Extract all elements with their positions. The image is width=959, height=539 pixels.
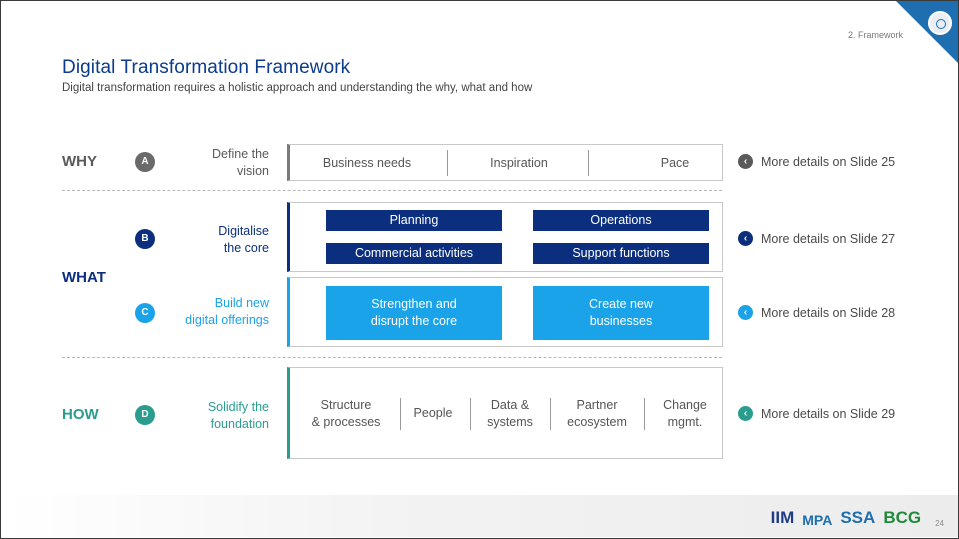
core-item-operations: Operations	[533, 210, 709, 231]
why-segment: Business needs	[322, 156, 412, 170]
why-segment: Inspiration	[490, 156, 548, 170]
why-segment: Pace	[660, 156, 690, 170]
offerings-item-line: disrupt the core	[370, 314, 458, 328]
why-desc-line2: vision	[237, 164, 269, 178]
why-desc-line1: Define the	[212, 147, 269, 161]
core-item-support: Support functions	[533, 243, 709, 264]
divider-dashed	[62, 357, 722, 358]
offerings-desc-line2: digital offerings	[185, 313, 269, 327]
how-segment-line: & processes	[311, 415, 381, 429]
offerings-item-line: Strengthen and	[371, 297, 457, 311]
how-desc-line2: foundation	[210, 417, 269, 431]
more-details-offerings[interactable]: ‹ More details on Slide 28	[738, 305, 895, 320]
offerings-box: Strengthen and disrupt the core Create n…	[287, 277, 723, 347]
how-segment-line: Data &	[490, 398, 530, 412]
chevron-left-icon: ‹	[738, 305, 753, 320]
offerings-letter-icon: C	[135, 303, 155, 323]
badge-logo-icon	[928, 11, 952, 35]
chevron-left-icon: ‹	[738, 231, 753, 246]
how-segment-line: Structure	[320, 398, 372, 412]
how-letter-icon: D	[135, 405, 155, 425]
core-desc-line1: Digitalise	[218, 224, 269, 238]
chevron-left-icon: ‹	[738, 154, 753, 169]
how-segment: Partner ecosystem	[554, 397, 640, 431]
core-desc-line2: the core	[223, 241, 269, 255]
how-segment: People	[413, 406, 453, 420]
offerings-description: Build new digital offerings	[159, 295, 269, 329]
how-segment: Change mgmt.	[652, 397, 718, 431]
divider	[588, 150, 589, 176]
offerings-item-create: Create new businesses	[533, 286, 709, 340]
core-description: Digitalise the core	[159, 223, 269, 257]
how-box: Structure & processes People Data & syst…	[287, 367, 723, 459]
core-box: Planning Operations Commercial activitie…	[287, 202, 723, 272]
why-label: WHY	[62, 153, 97, 170]
more-details-how[interactable]: ‹ More details on Slide 29	[738, 406, 895, 421]
divider	[470, 398, 471, 430]
section-tag: 2. Framework	[847, 30, 903, 40]
how-segment-line: Partner	[576, 398, 618, 412]
core-item-commercial: Commercial activities	[326, 243, 502, 264]
more-details-label: More details on Slide 29	[761, 406, 896, 421]
footer-logos: IIM MPA SSA BCG 24	[771, 508, 944, 528]
more-details-label: More details on Slide 28	[761, 305, 896, 320]
why-box: Business needs Inspiration Pace	[287, 144, 723, 181]
divider-dashed	[62, 190, 722, 191]
divider	[550, 398, 551, 430]
divider	[447, 150, 448, 176]
how-segment-line: systems	[487, 415, 533, 429]
logo-ssa: SSA	[840, 508, 876, 527]
how-segment-line: Change	[663, 398, 707, 412]
page-number: 24	[935, 519, 944, 528]
logo-bcg: BCG	[883, 508, 922, 527]
offerings-item-line: Create new	[589, 297, 653, 311]
corner-decoration	[896, 1, 958, 63]
logo-iim: IIM	[770, 508, 795, 527]
offerings-desc-line1: Build new	[214, 296, 269, 310]
what-label: WHAT	[62, 269, 106, 286]
how-description: Solidify the foundation	[159, 399, 269, 433]
how-segment-line: mgmt.	[667, 415, 703, 429]
core-letter-icon: B	[135, 229, 155, 249]
how-segment: Structure & processes	[300, 397, 392, 431]
offerings-item-strengthen: Strengthen and disrupt the core	[326, 286, 502, 340]
page-title: Digital Transformation Framework	[62, 57, 351, 78]
how-desc-line1: Solidify the	[207, 400, 269, 414]
page-subtitle: Digital transformation requires a holist…	[62, 82, 533, 94]
why-description: Define the vision	[159, 146, 269, 180]
core-item-planning: Planning	[326, 210, 502, 231]
divider	[644, 398, 645, 430]
footer-band	[2, 495, 958, 537]
more-details-core[interactable]: ‹ More details on Slide 27	[738, 231, 895, 246]
more-details-label: More details on Slide 27	[761, 231, 896, 246]
how-segment-line: ecosystem	[567, 415, 627, 429]
how-segment: Data & systems	[476, 397, 544, 431]
logo-mpa: MPA	[802, 512, 833, 528]
divider	[400, 398, 401, 430]
offerings-item-line: businesses	[589, 314, 653, 328]
chevron-left-icon: ‹	[738, 406, 753, 421]
more-details-label: More details on Slide 25	[761, 154, 896, 169]
more-details-why[interactable]: ‹ More details on Slide 25	[738, 154, 895, 169]
why-letter-icon: A	[135, 152, 155, 172]
how-label: HOW	[62, 406, 99, 423]
